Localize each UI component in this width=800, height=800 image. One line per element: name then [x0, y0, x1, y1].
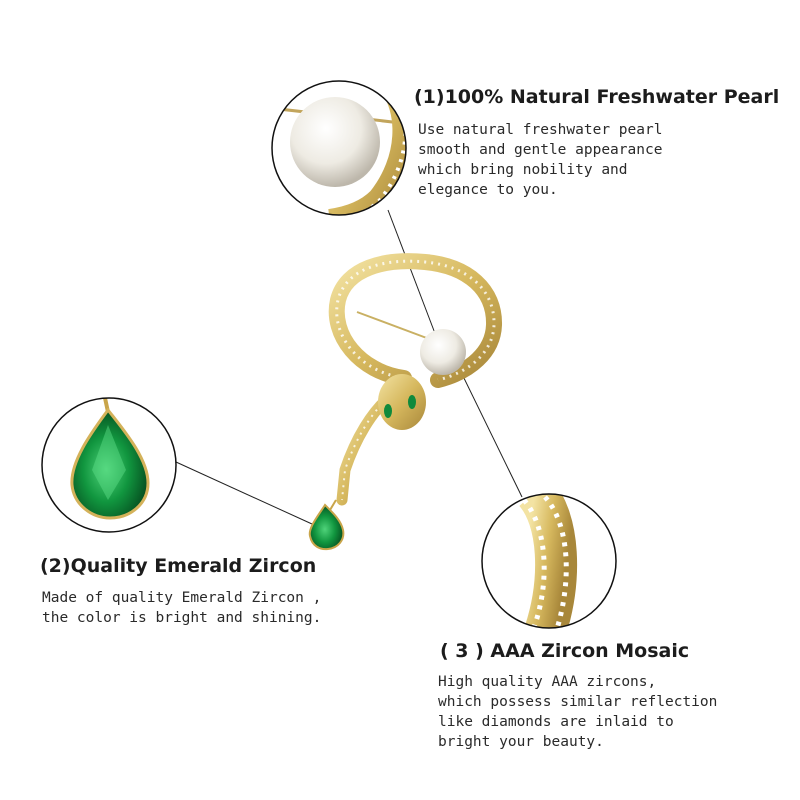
emerald-feature-title: (2)Quality Emerald Zircon — [40, 555, 317, 577]
pearl-feature-title: (1)100% Natural Freshwater Pearl — [414, 86, 780, 108]
zircon-feature-title: ( 3 ) AAA Zircon Mosaic — [440, 640, 690, 662]
zircon-feature-description: High quality AAA zircons, which possess … — [438, 674, 718, 750]
emerald-detail-circle — [41, 397, 177, 533]
pearl-feature-description: Use natural freshwater pearl smooth and … — [418, 122, 663, 198]
brooch-pearl — [420, 329, 466, 375]
pearl-callout-line — [387, 209, 437, 337]
snake-brooch — [308, 253, 502, 551]
zircon-callout-line — [460, 371, 523, 498]
snake-head — [378, 374, 426, 430]
snake-eye-left-icon — [384, 404, 392, 418]
emerald-feature-description: Made of quality Emerald Zircon , the col… — [42, 590, 322, 626]
pearl-detail-circle — [271, 80, 407, 216]
zircon-detail-circle — [481, 493, 617, 629]
emerald-drop — [308, 503, 345, 551]
snake-eye-right-icon — [408, 395, 416, 409]
emerald-callout-line — [175, 461, 313, 525]
